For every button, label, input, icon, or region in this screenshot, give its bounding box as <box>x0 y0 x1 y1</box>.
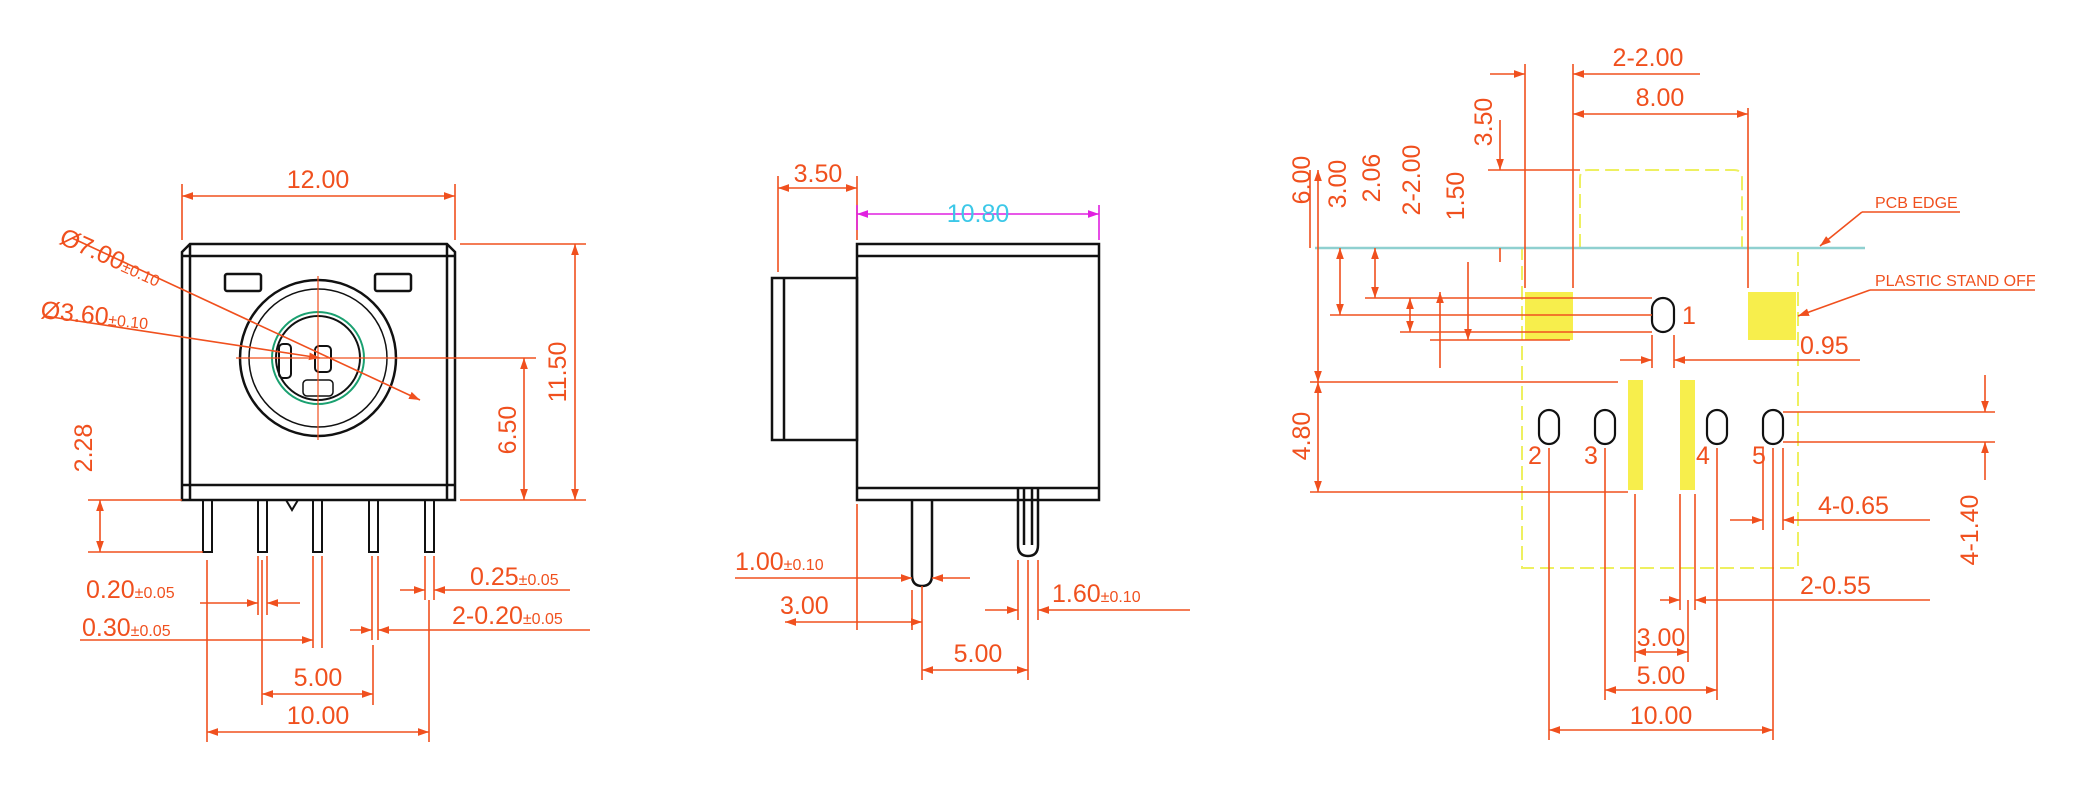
pin-2-label: 2 <box>1528 442 1542 470</box>
plastic-standoff-label: PLASTIC STAND OFF <box>1875 273 2036 290</box>
front-pin-w3-label: 0.30±0.05 <box>82 614 171 642</box>
footprint-outline <box>1521 169 1799 569</box>
side-dimensions <box>735 176 1190 680</box>
pcb-dimensions <box>1309 64 2035 740</box>
front-height-label: 11.50 <box>544 342 572 403</box>
pcb-top-a-label: 2-2.00 <box>1613 44 1684 72</box>
pcb-v-4-80-label: 4.80 <box>1288 412 1316 461</box>
standoff-pads <box>1525 292 1796 490</box>
pcb-4-0-65-label: 4-0.65 <box>1818 492 1889 520</box>
pcb-5-00-label: 5.00 <box>1637 662 1686 690</box>
pcb-v-3-50-label: 3.50 <box>1470 98 1498 147</box>
front-pitch-a-label: 5.00 <box>294 664 343 692</box>
pcb-2-0-55-label: 2-0.55 <box>1800 572 1871 600</box>
pcb-edge-label: PCB EDGE <box>1875 195 1958 212</box>
front-pitch-b-label: 10.00 <box>287 702 350 730</box>
side-pin-w-label: 1.00±0.10 <box>735 548 824 576</box>
front-dimensions <box>44 184 590 742</box>
side-shaft-label: 3.50 <box>794 160 843 188</box>
side-labels: 3.50 10.80 1.00±0.10 3.00 1.60±0.10 5.00 <box>735 160 1141 668</box>
front-pin-length-label: 2.28 <box>70 424 98 473</box>
side-body-outline <box>770 242 1101 588</box>
front-phi-inner-label: Ø3.60±0.10 <box>39 296 149 335</box>
pin-4-label: 4 <box>1696 442 1710 470</box>
side-pin-d-label: 1.60±0.10 <box>1052 580 1141 608</box>
side-pin-pitch-label: 5.00 <box>954 640 1003 668</box>
pcb-3-00-label: 3.00 <box>1637 624 1686 652</box>
side-view: 3.50 10.80 1.00±0.10 3.00 1.60±0.10 5.00 <box>735 160 1190 680</box>
front-body-outline <box>180 242 457 502</box>
front-labels: 12.00 Ø7.00±0.10 Ø3.60±0.10 11.50 6.50 2… <box>39 166 572 730</box>
front-view: 12.00 Ø7.00±0.10 Ø3.60±0.10 11.50 6.50 2… <box>39 166 590 742</box>
pcb-0-95-label: 0.95 <box>1800 332 1849 360</box>
front-center-height-label: 6.50 <box>494 406 522 455</box>
pcb-top-b-label: 8.00 <box>1636 84 1685 112</box>
pcb-labels: 2-2.00 8.00 3.50 6.00 3.00 2.06 2-2.00 1… <box>1288 44 2036 730</box>
pcb-v-3-00-label: 3.00 <box>1324 160 1352 209</box>
pin-slots <box>1537 296 1785 446</box>
side-body-depth-label: 10.80 <box>947 200 1010 228</box>
front-width-label: 12.00 <box>287 166 350 194</box>
pcb-4-1-40-label: 4-1.40 <box>1956 495 1984 566</box>
pcb-v-2-06-label: 2.06 <box>1358 154 1386 203</box>
pin-1-label: 1 <box>1682 302 1696 330</box>
pcb-v-2-2-00-label: 2-2.00 <box>1398 145 1426 216</box>
pin-5-label: 5 <box>1752 442 1766 470</box>
pcb-layout-view: 2-2.00 8.00 3.50 6.00 3.00 2.06 2-2.00 1… <box>1288 44 2036 740</box>
pcb-10-00-label: 10.00 <box>1630 702 1693 730</box>
front-pins <box>202 499 435 553</box>
pcb-v-6-00-label: 6.00 <box>1288 156 1316 205</box>
front-pin-w1-label: 0.20±0.05 <box>86 576 175 604</box>
side-pin-offset-label: 3.00 <box>780 592 829 620</box>
front-pin-w2-label: 0.25±0.05 <box>470 563 559 591</box>
front-pin-w4-label: 2-0.20±0.05 <box>452 602 563 630</box>
front-phi-outer-label: Ø7.00±0.10 <box>56 223 166 293</box>
pin-3-label: 3 <box>1584 442 1598 470</box>
pcb-v-1-50-label: 1.50 <box>1442 172 1470 221</box>
